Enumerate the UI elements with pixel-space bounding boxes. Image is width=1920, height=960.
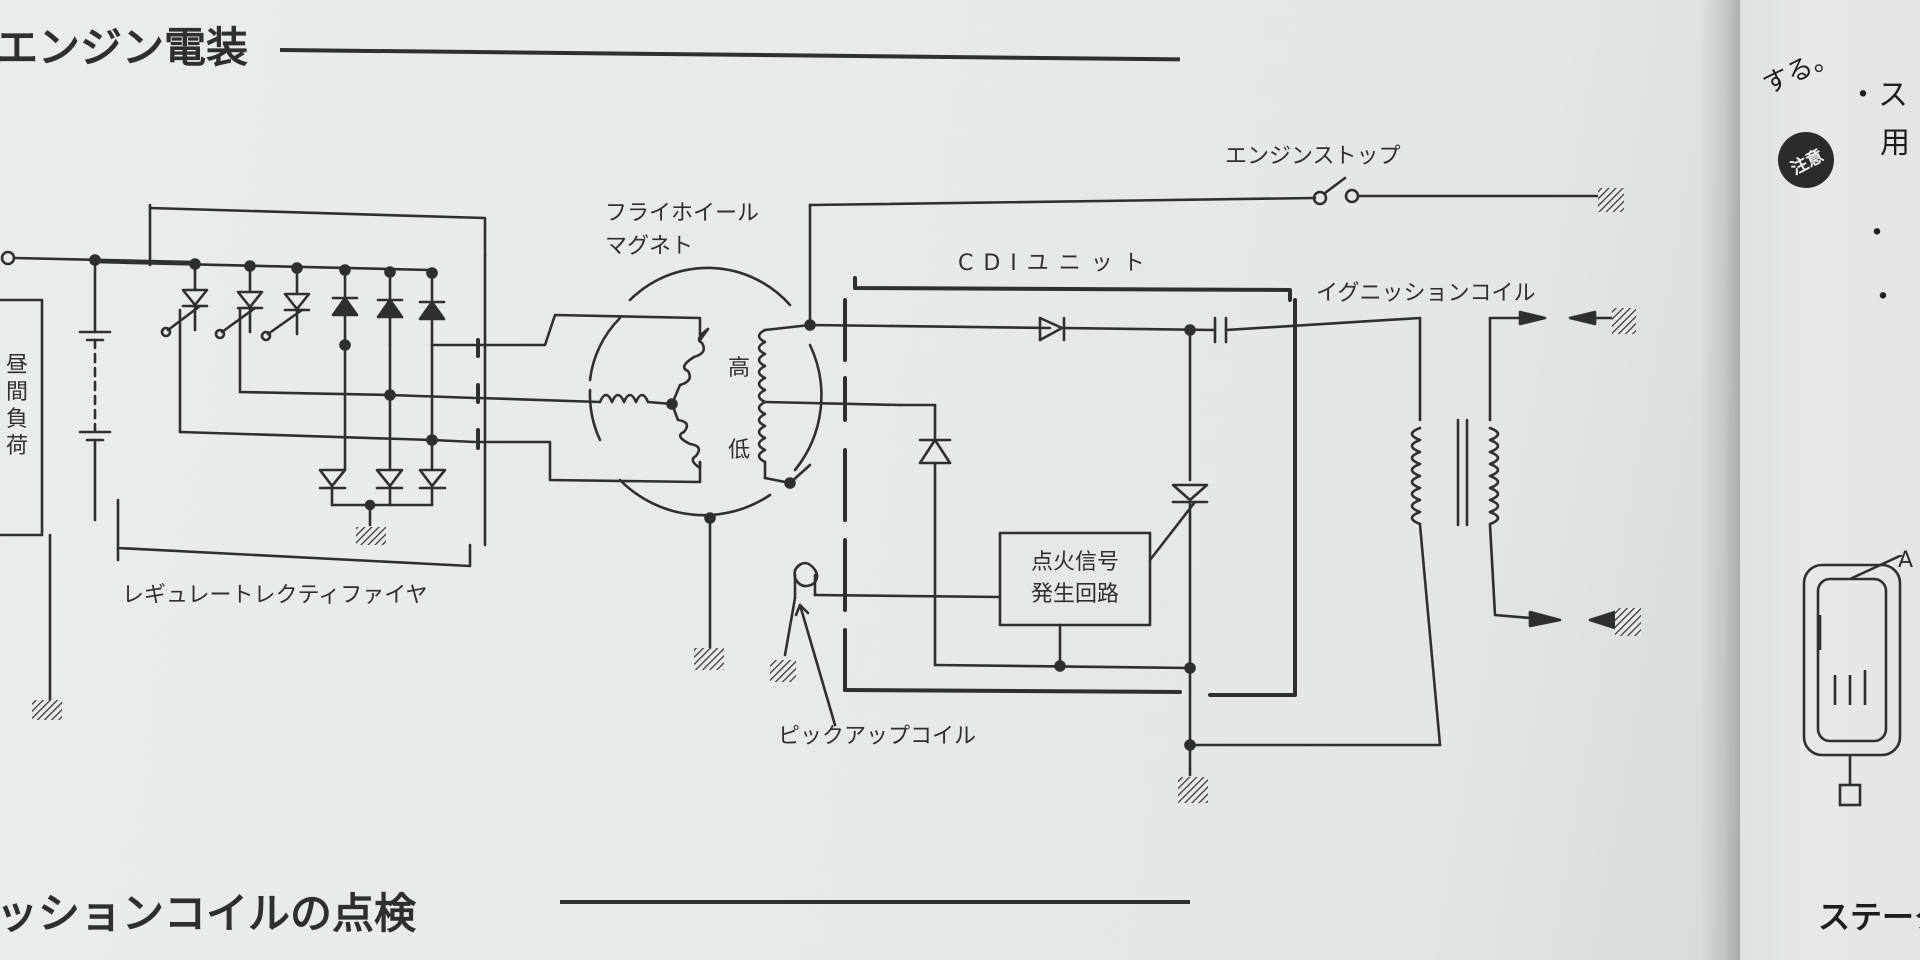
title-rule-bottom: [560, 900, 1190, 904]
ignition-coil-label: イグニッションコイル: [1316, 281, 1536, 306]
ground-symbol-regulator: [356, 527, 386, 545]
ignition-coil: [1188, 308, 1641, 747]
side-bullet-1: ・ス: [1848, 78, 1908, 113]
side-bullet-2: ・: [1862, 216, 1892, 251]
ground-symbol-pickup: [770, 660, 796, 682]
diode-upper-3: [418, 271, 446, 347]
diode-lower-1: [318, 468, 347, 490]
regulator-rectifier-block: [93, 203, 487, 568]
low-tap-label: 低: [728, 438, 751, 463]
ignition-signal-circuit-label: 点火信号 発生回路: [1000, 533, 1150, 625]
diode-upper-1: [331, 268, 359, 347]
section-title-top: エンジン電装: [0, 23, 249, 72]
ground-symbol-left: [32, 700, 62, 720]
thyristor-2: [214, 264, 264, 340]
engine-stop-switch: [808, 176, 1624, 327]
side-bullet-3: ・: [1868, 280, 1898, 315]
ground-symbol-plug-bottom: [1615, 608, 1641, 636]
section-title-bottom: ッションコイルの点検: [0, 889, 417, 938]
high-tap-label: 高: [728, 356, 751, 381]
pickup-coil-label: ピックアップコイル: [778, 724, 977, 749]
ground-symbol-plug-top: [1612, 308, 1636, 334]
cdi-unit-label: CDIユニット: [958, 251, 1155, 276]
flywheel-magneto: [478, 266, 902, 670]
flywheel-magneto-label: フライホイール: [605, 201, 760, 226]
engine-stop-label: エンジンストップ: [1225, 144, 1401, 169]
thyristor-1: [160, 262, 209, 338]
signal-label-line2: 発生回路: [1030, 582, 1119, 607]
diode-lower-2: [375, 468, 404, 490]
ignition-signal-circuit-box: [998, 531, 1152, 627]
regulator-rectifier-label: レギュレートレクティファイヤ: [122, 583, 428, 608]
day-load-label: 昼間負荷: [6, 353, 29, 459]
signal-label-line1: 点火信号: [1030, 550, 1119, 575]
flywheel-magneto-label-2: マグネト: [605, 234, 694, 259]
ground-symbol-magneto: [694, 648, 724, 670]
page-fold-shadow: [1700, 0, 1740, 960]
side-component-sketch: [1802, 555, 1903, 807]
ground-symbol-cdi: [1178, 777, 1208, 803]
diode-lower-3: [418, 468, 447, 490]
ground-symbol-stop: [1598, 188, 1624, 212]
diode-upper-2: [376, 270, 404, 347]
battery-section: [0, 250, 197, 720]
cdi-unit-block: [770, 276, 1422, 803]
side-bottom-title: ステータ: [1818, 898, 1920, 936]
thyristor-3: [260, 266, 311, 342]
circuit-diagram: [0, 176, 1641, 803]
side-char-1: 用: [1880, 126, 1910, 161]
side-label-a: A: [1898, 548, 1914, 573]
